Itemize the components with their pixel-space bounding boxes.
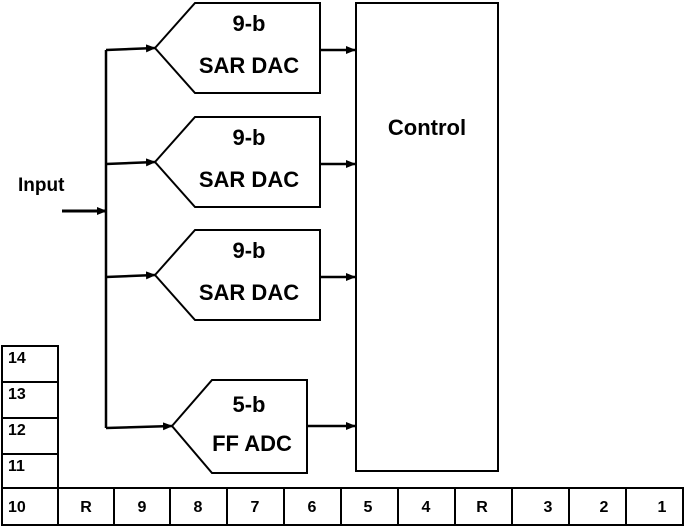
row-cell-11 xyxy=(568,487,627,526)
row-cell-12-label: 1 xyxy=(658,499,667,516)
branch-arrow-4 xyxy=(105,422,173,431)
row-cell-6 xyxy=(283,487,342,526)
row-cell-4-label: 8 xyxy=(194,499,203,516)
row-cell-3 xyxy=(113,487,171,526)
sar-dac-block-3 xyxy=(153,229,321,321)
row-cell-5 xyxy=(226,487,285,526)
sar-dac-block-2 xyxy=(153,116,321,208)
branch-arrow-1 xyxy=(105,44,156,53)
row-cell-10 xyxy=(511,487,570,526)
block-4-bits: 5-b xyxy=(233,392,266,417)
block-2-name: SAR DAC xyxy=(199,167,299,192)
branch-arrow-2 xyxy=(105,158,156,167)
row-cell-9 xyxy=(454,487,513,526)
control-block xyxy=(355,2,499,472)
column-cell-13-label: 13 xyxy=(8,386,26,403)
row-cell-1-label: 10 xyxy=(8,499,26,516)
block-3-bits: 9-b xyxy=(233,238,266,263)
left-column: 14 13 12 11 xyxy=(1,345,59,489)
control-label: Control xyxy=(388,115,466,140)
row-cell-7-label: 5 xyxy=(364,499,373,516)
sar-dac-block-1 xyxy=(153,2,321,94)
column-cell-14 xyxy=(1,345,59,383)
row-cell-2 xyxy=(57,487,115,526)
block-4-name: FF ADC xyxy=(212,431,292,456)
row-cell-12 xyxy=(625,487,684,526)
column-cell-14-label: 14 xyxy=(8,350,26,367)
block-1-bits: 9-b xyxy=(233,11,266,36)
column-cell-11-label: 11 xyxy=(8,458,25,475)
bottom-row: 10 R 9 8 7 6 5 4 R 3 2 1 xyxy=(1,487,684,526)
row-cell-9-label: R xyxy=(476,499,488,516)
block-2-bits: 9-b xyxy=(233,125,266,150)
branch-arrow-3 xyxy=(105,271,156,280)
column-cell-12-label: 12 xyxy=(8,422,26,439)
row-cell-3-label: 9 xyxy=(138,499,147,516)
row-cell-8 xyxy=(397,487,456,526)
row-cell-8-label: 4 xyxy=(422,499,431,516)
column-cell-11 xyxy=(1,453,59,489)
row-cell-2-label: R xyxy=(80,499,92,516)
row-cell-11-label: 2 xyxy=(600,499,609,516)
column-cell-13 xyxy=(1,381,59,419)
row-cell-1 xyxy=(1,487,59,526)
block-1-name: SAR DAC xyxy=(199,53,299,78)
block-3-name: SAR DAC xyxy=(199,280,299,305)
input-label: Input xyxy=(18,175,65,196)
row-cell-5-label: 7 xyxy=(251,499,260,516)
row-cell-7 xyxy=(340,487,399,526)
row-cell-10-label: 3 xyxy=(544,499,553,516)
row-cell-6-label: 6 xyxy=(308,499,317,516)
